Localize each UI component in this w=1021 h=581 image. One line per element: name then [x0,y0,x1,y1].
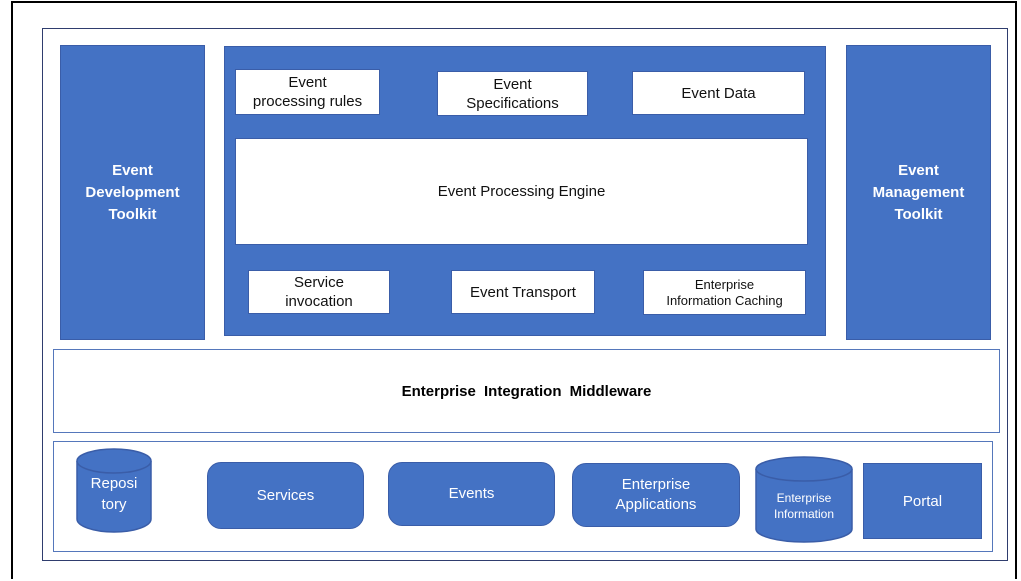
enterprise-integration-middleware: Enterprise Integration Middleware [53,349,1000,433]
portal-block: Portal [863,463,982,539]
event-processing-engine-box: Event Processing Engine [235,138,808,245]
outer-frame [11,1,1017,579]
event-transport-box: Event Transport [451,270,595,314]
enterprise-applications-block: Enterprise Applications [572,463,740,527]
enterprise-information-database-icon [755,456,853,543]
event-processing-rules-box: Event processing rules [235,69,380,115]
event-specifications-box: Event Specifications [437,71,588,116]
repository-database-icon [76,448,152,533]
event-development-toolkit: Event Development Toolkit [60,45,205,340]
event-data-box: Event Data [632,71,805,115]
service-invocation-box: Service invocation [248,270,390,314]
services-block: Services [207,462,364,529]
enterprise-information-caching-box: Enterprise Information Caching [643,270,806,315]
events-block: Events [388,462,555,526]
event-management-toolkit: Event Management Toolkit [846,45,991,340]
